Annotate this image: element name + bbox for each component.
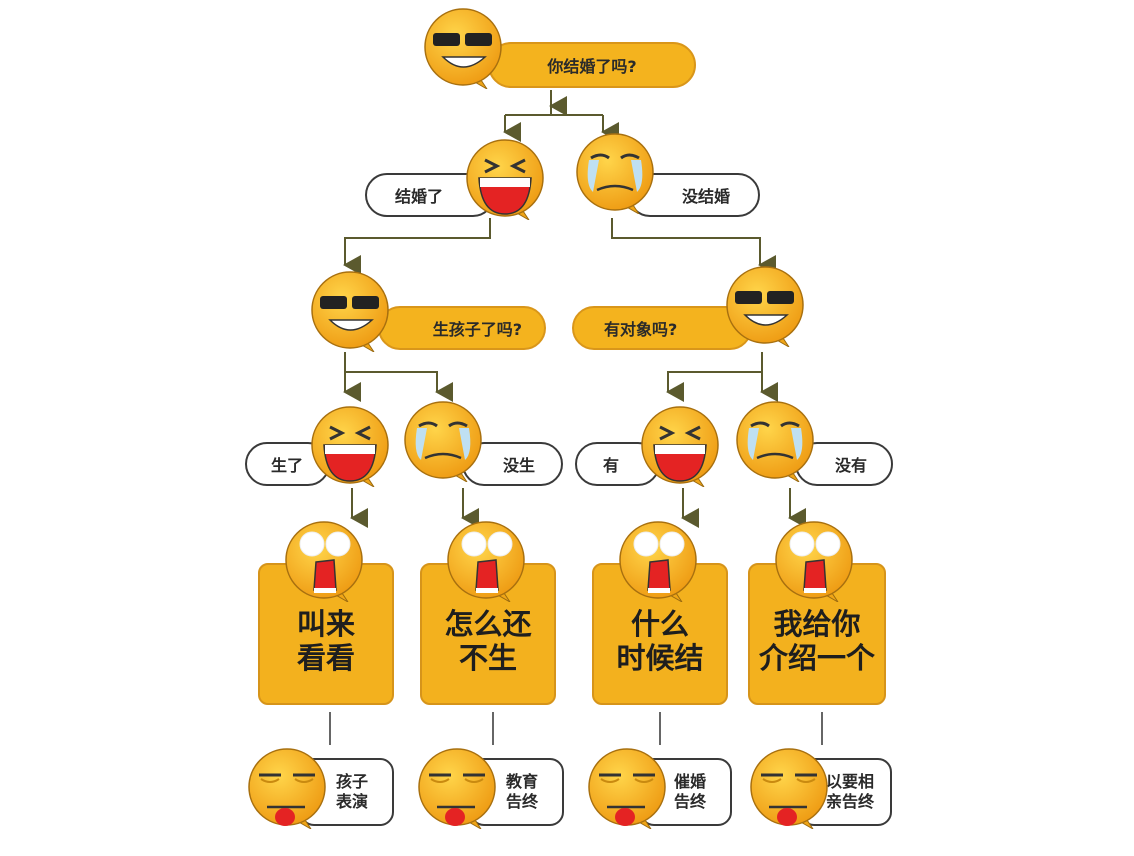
cry-emoji-icon [733,398,817,483]
kids-question-text: 生孩子了吗? [432,320,522,339]
shock-emoji-icon [772,518,856,603]
cry-emoji-icon [401,398,485,483]
ending-text: 以要相 亲告终 [825,772,874,811]
answer-no-partner: 没有 [795,442,893,486]
ending-text: 教育 告终 [505,772,538,811]
kids-question: 生孩子了吗? [378,306,546,350]
bored-emoji-icon [415,745,499,830]
ending-text: 孩子 表演 [335,772,368,811]
answer-no-kids-text: 没生 [502,456,535,475]
answer-no-partner-text: 没有 [834,456,867,475]
shock-emoji-icon [282,518,366,603]
bored-emoji-icon [585,745,669,830]
outcome-text: 我给你 介绍一个 [758,607,875,675]
root-question: 你结婚了吗? [488,42,696,88]
shock-emoji-icon [444,518,528,603]
partner-question: 有对象吗? [572,306,752,350]
cry-emoji-icon [573,130,657,215]
laugh-emoji-icon [308,403,392,488]
laugh-emoji-icon [638,403,722,488]
bored-emoji-icon [747,745,831,830]
ending-text: 催婚 告终 [673,772,706,811]
answer-unmarried-text: 没结婚 [681,187,730,206]
cool-emoji-icon [723,263,807,348]
cool-emoji-icon [308,268,392,353]
outcome-box: 我给你 介绍一个 [748,563,886,705]
outcome-text: 什么 时候结 [616,607,704,675]
laugh-emoji-icon [463,136,547,221]
root-question-text: 你结婚了吗? [547,57,637,76]
outcome-text: 怎么还 不生 [444,607,532,675]
answer-married-text: 结婚了 [395,187,444,206]
partner-question-text: 有对象吗? [604,320,678,339]
answer-has-partner-text: 有 [603,456,620,475]
shock-emoji-icon [616,518,700,603]
cool-emoji-icon [421,5,505,90]
bored-emoji-icon [245,745,329,830]
answer-has-kids-text: 生了 [271,456,304,475]
outcome-text: 叫来 看看 [296,607,355,675]
